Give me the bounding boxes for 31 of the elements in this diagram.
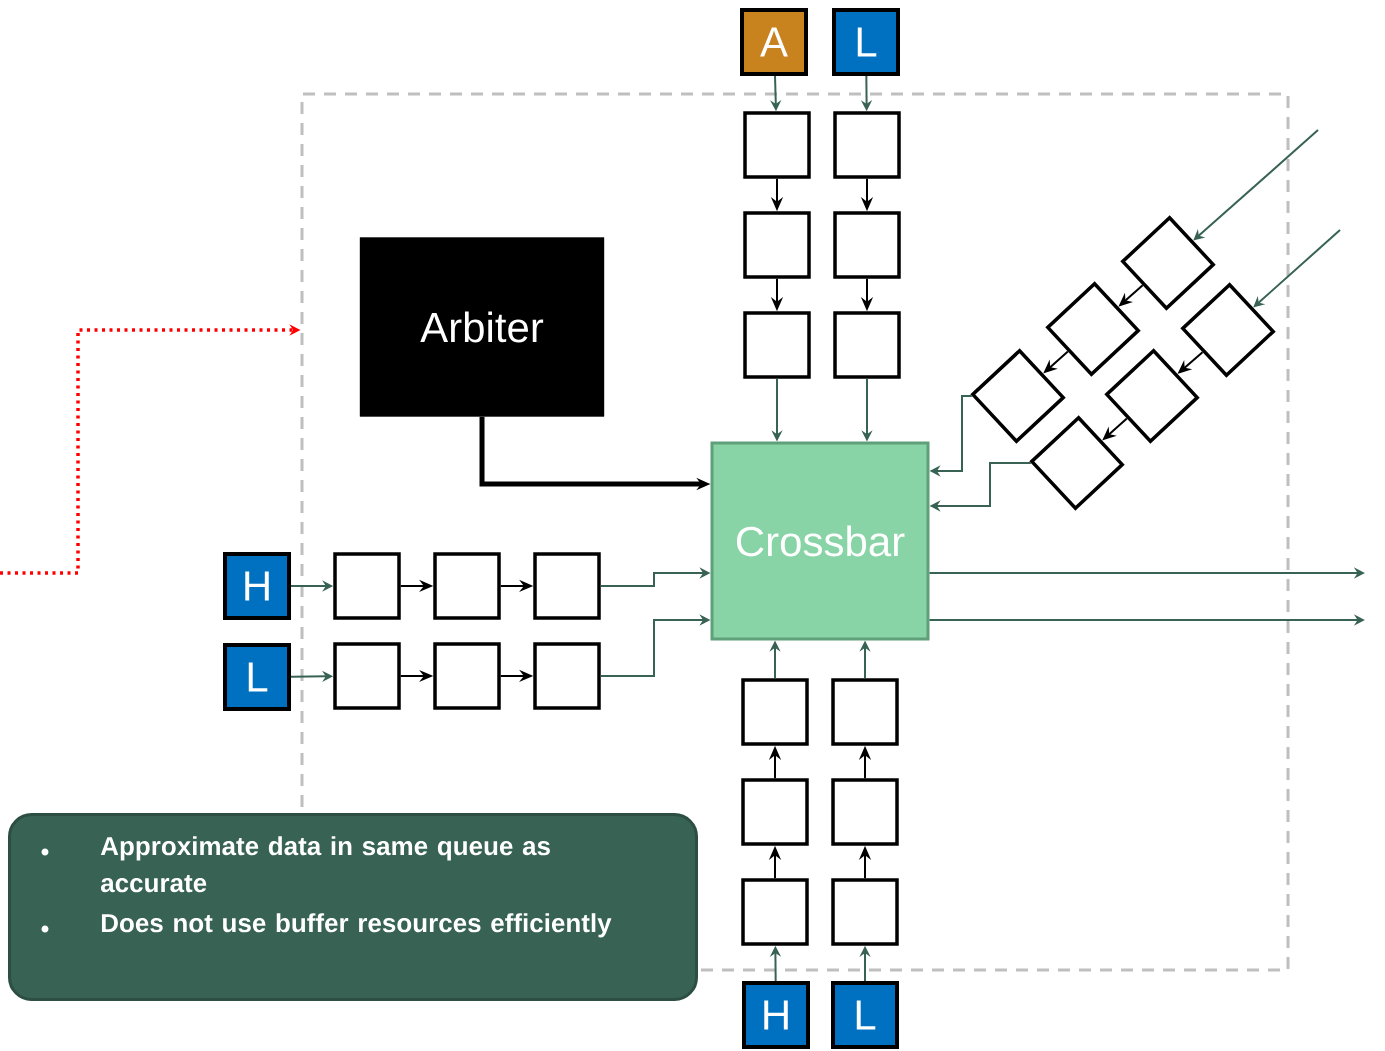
buffer-box (741, 878, 809, 946)
input-box: H (742, 981, 810, 1049)
buffer-box (743, 111, 811, 179)
buffer-box (741, 778, 809, 846)
arrow (1193, 129, 1319, 241)
buffer-box (741, 678, 809, 746)
buffer-box (831, 678, 899, 746)
crossbar-box: Crossbar (710, 441, 930, 641)
note-box (8, 813, 698, 1001)
buffer-box (743, 311, 811, 379)
buffer-box (433, 642, 501, 710)
buffer-box (833, 211, 901, 279)
bullet-item: Approximate data in same queue as accurate (41, 836, 550, 893)
buffer-box (533, 642, 601, 710)
input-box: L (832, 8, 900, 76)
buffer-box (831, 778, 899, 846)
buffer-box (833, 311, 901, 379)
buffer-box (743, 211, 811, 279)
input-box: L (223, 643, 291, 711)
arbiter-box: Arbiter (359, 237, 605, 417)
bullet-item: Does not use buffer resources efficiently (41, 913, 612, 938)
input-box: A (740, 8, 808, 76)
input-box: H (223, 552, 291, 620)
buffer-box (333, 552, 401, 620)
buffer-box (831, 878, 899, 946)
buffer-box (533, 552, 601, 620)
buffer-box (333, 642, 401, 710)
input-box: L (831, 981, 899, 1049)
buffer-box (833, 111, 901, 179)
arrow (1253, 229, 1341, 308)
buffer-box (433, 552, 501, 620)
